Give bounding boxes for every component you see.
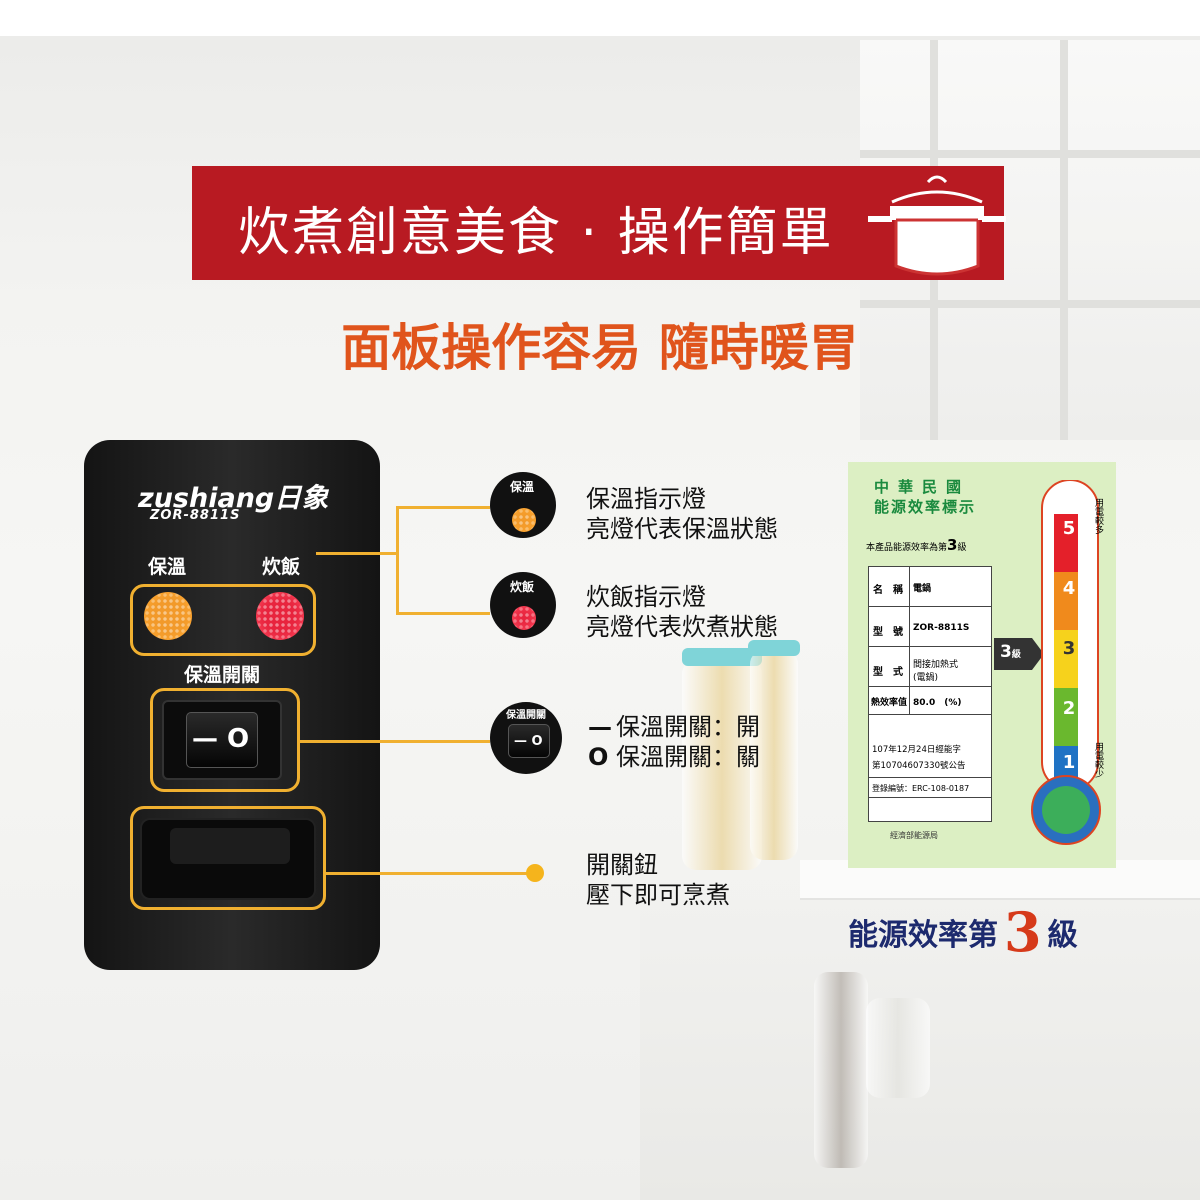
spice-jar	[814, 972, 868, 1168]
callout-button-line1: 開關鈕	[586, 851, 658, 879]
jar-lid	[682, 648, 762, 666]
brand-logo: zushiang日象	[138, 483, 329, 514]
connector-line	[326, 872, 532, 875]
switch-highlight	[150, 688, 300, 792]
title-banner	[192, 166, 1004, 280]
callout-icon-label: 保溫	[510, 480, 535, 494]
model-number: ZOR-8811S	[150, 508, 241, 523]
switch-symbols: — O	[192, 724, 250, 754]
scale-3: 3	[1062, 638, 1076, 659]
cook-light-glow	[512, 606, 536, 630]
spice-jar	[866, 998, 930, 1098]
warm-label: 保溫	[148, 556, 187, 578]
grade-box: 3級	[1000, 642, 1021, 662]
table-row: 名 稱 電鍋	[869, 567, 991, 607]
connector-line	[396, 612, 490, 615]
table-row: 型 式 間接加熱式 (電鍋)	[869, 647, 991, 687]
approval-line1: 107年12月24日經能字	[872, 745, 961, 755]
banner-title: 炊煮創意美食 · 操作簡單	[238, 203, 834, 263]
energy-grade-note: 本產品能源效率為第3級	[866, 536, 967, 554]
agency-name: 經濟部能源局	[890, 831, 938, 840]
callout-icon-label: 炊飯	[510, 580, 535, 594]
callout-cook-line2: 亮燈代表炊煮狀態	[586, 613, 778, 641]
callout-warm-line2: 亮燈代表保溫狀態	[586, 515, 778, 543]
button-highlight	[130, 806, 326, 910]
energy-label-title2: 能源效率標示	[874, 498, 977, 516]
subtitle: 面板操作容易 隨時暖胃	[341, 318, 859, 377]
connector-line	[396, 506, 399, 614]
callout-warm-line1: 保溫指示燈	[586, 485, 706, 513]
connector-line	[300, 740, 490, 743]
product-info-table: 名 稱 電鍋 型 號 ZOR-8811S 型 式 間接加熱式 (電鍋) 熱效率值…	[868, 566, 992, 822]
spaghetti-jar	[750, 650, 798, 860]
push-button-face[interactable]	[170, 828, 290, 864]
switch-on-mark: —	[588, 713, 612, 741]
cook-indicator-light	[256, 592, 304, 640]
less-power-label: 用電較少	[1093, 742, 1103, 778]
rocker-switch[interactable]	[186, 712, 258, 768]
grade-arrow-icon	[994, 638, 1044, 670]
callout-button-line2: 壓下即可烹煮	[586, 881, 730, 909]
scale-4: 4	[1062, 578, 1076, 599]
warm-light-glow	[512, 508, 536, 532]
jar-lid	[748, 640, 800, 656]
table-row: 型 號 ZOR-8811S	[869, 607, 991, 647]
connector-dot	[526, 864, 544, 882]
mini-switch-icon	[508, 724, 550, 758]
registration-number: 登錄編號：ERC-108-0187	[872, 784, 970, 793]
callout-switch-line2: 保溫開關：關	[616, 743, 760, 771]
callout-switch-line1: 保溫開關：開	[616, 713, 760, 741]
scale-2: 2	[1062, 698, 1076, 719]
more-power-label: 用電較多	[1093, 498, 1103, 534]
switch-off-mark: O	[588, 743, 609, 771]
scale-5: 5	[1062, 518, 1076, 539]
approval-line2: 第10704607330號公告	[872, 761, 966, 771]
pasta-jar	[682, 660, 762, 870]
mini-switch-symbols: — O	[514, 734, 543, 749]
warm-indicator-light	[144, 592, 192, 640]
connector-line	[396, 506, 490, 509]
callout-cook-line1: 炊飯指示燈	[586, 583, 706, 611]
thermometer-scale	[1031, 480, 1101, 845]
indicator-highlight	[130, 584, 316, 656]
scale-1: 1	[1062, 752, 1076, 773]
warm-switch-label: 保溫開關	[184, 664, 261, 686]
table-row: 熱效率值 80.0 (%)	[869, 687, 991, 715]
energy-label-title1: 中華民國	[874, 478, 971, 496]
connector-line	[316, 552, 398, 555]
callout-icon-label: 保溫開關	[506, 710, 546, 721]
rice-cooker-icon	[868, 175, 1006, 276]
cook-label: 炊飯	[262, 556, 301, 578]
